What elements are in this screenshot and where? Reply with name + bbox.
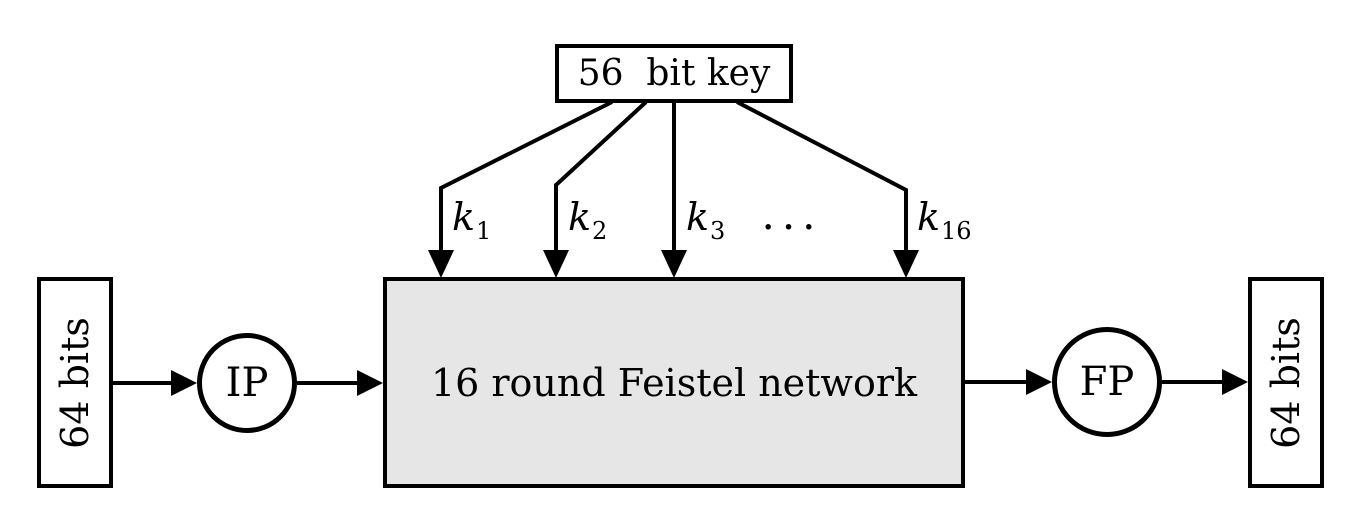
arrow-input-to-ip xyxy=(111,370,197,396)
input-bits-label: 64 bits xyxy=(53,316,97,449)
key-fan-arrows xyxy=(428,100,919,278)
arrow-fp-to-output xyxy=(1162,369,1248,395)
output-bits-box: 64 bits xyxy=(1248,277,1324,488)
input-bits-box: 64 bits xyxy=(37,277,113,488)
round-key-k2-subscript: 2 xyxy=(592,217,608,245)
arrow-k3 xyxy=(661,102,687,278)
data-flow-arrows xyxy=(111,369,1248,396)
arrow-feistel-to-fp xyxy=(965,369,1052,395)
round-keys-ellipsis: ... xyxy=(761,190,823,239)
key-box-label: 56 bit key xyxy=(577,53,771,94)
key-box: 56 bit key xyxy=(555,44,793,103)
round-key-k1-subscript: 1 xyxy=(476,217,492,245)
ip-node: IP xyxy=(197,333,297,433)
arrow-k1 xyxy=(428,100,613,278)
arrow-ip-to-feistel xyxy=(297,370,383,396)
round-key-label-k2: k2 xyxy=(568,195,607,243)
feistel-network-label: 16 round Feistel network xyxy=(430,360,918,405)
fp-node-label: FP xyxy=(1079,359,1135,405)
round-key-label-k1: k1 xyxy=(452,195,491,243)
fp-node: FP xyxy=(1052,327,1162,437)
round-key-k3-subscript: 3 xyxy=(710,217,726,245)
round-key-k16-subscript: 16 xyxy=(941,217,972,245)
arrow-k2 xyxy=(543,100,648,278)
round-key-k2-base: k xyxy=(568,195,592,239)
feistel-network-box: 16 round Feistel network xyxy=(383,277,965,488)
round-key-label-k3: k3 xyxy=(686,195,725,243)
ip-node-label: IP xyxy=(225,360,269,406)
output-bits-label: 64 bits xyxy=(1264,316,1308,449)
round-key-k1-base: k xyxy=(452,195,476,239)
round-key-k16-base: k xyxy=(917,195,941,239)
arrow-k16 xyxy=(736,100,919,278)
round-key-label-k16: k16 xyxy=(917,195,972,243)
round-key-k3-base: k xyxy=(686,195,710,239)
